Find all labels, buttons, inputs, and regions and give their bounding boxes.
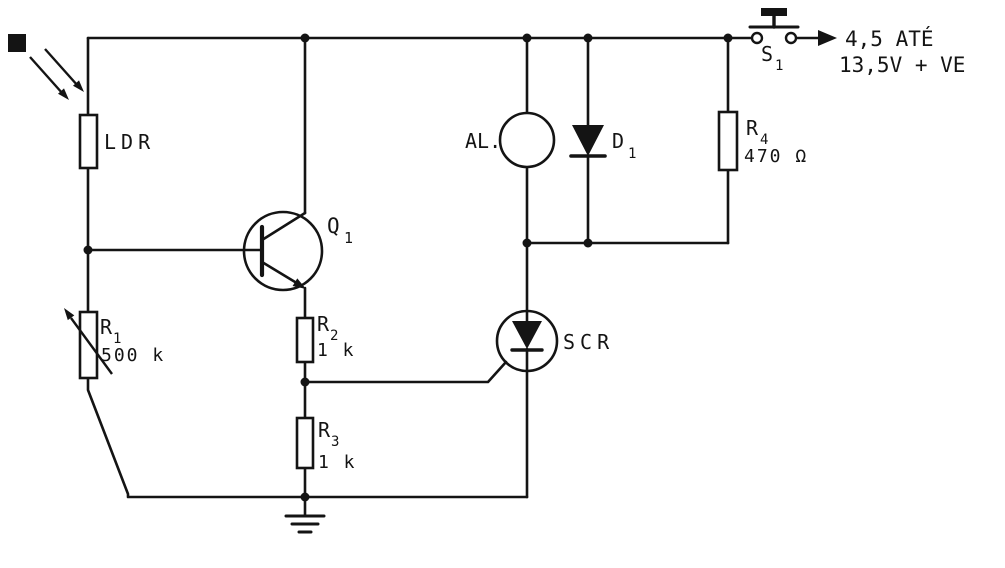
s1-terminal-left — [750, 31, 764, 45]
q1-envelope — [242, 210, 324, 292]
q1-emitter — [260, 260, 302, 287]
wire-gate — [303, 360, 508, 384]
r1-body — [78, 310, 99, 380]
r2-ref-sub: 2 — [330, 328, 338, 344]
supply-arrow-head — [818, 30, 837, 46]
q1-transistor — [242, 210, 324, 292]
s1-button-cap — [761, 8, 787, 16]
s1-ref: S — [761, 42, 773, 66]
alarm-circle — [498, 111, 556, 169]
junction-dot — [522, 238, 532, 248]
light-arrow-line — [29, 56, 64, 95]
junction-dots — [83, 33, 733, 502]
r3-resistor — [295, 416, 315, 470]
r3-body — [295, 416, 315, 470]
junction-dot — [583, 33, 593, 43]
scan-blot-mark — [8, 34, 26, 52]
ldr-body — [78, 113, 99, 170]
alarm-label: AL. — [465, 129, 501, 153]
r1-wiper-arrow — [64, 308, 75, 321]
junction-dot — [83, 245, 93, 255]
r2-resistor — [295, 316, 315, 364]
alarm-symbol — [498, 111, 556, 169]
ground-symbol — [284, 495, 326, 534]
supply-range-line1: 4,5 ATÉ — [845, 26, 934, 51]
s1-ref-sub: 1 — [775, 58, 783, 74]
wire-bottom-rail — [86, 376, 529, 499]
scr-envelope — [495, 309, 559, 373]
r3-value: 1 k — [318, 452, 357, 473]
scr-label: SCR — [563, 330, 614, 354]
r2-value: 1 k — [317, 340, 356, 361]
light-arrow-head — [58, 88, 69, 100]
ldr-label: LDR — [104, 130, 155, 154]
light-arrows — [29, 48, 84, 100]
r4-ref: R — [746, 116, 759, 140]
r1-value: 500 k — [101, 345, 165, 366]
ldr-symbol — [78, 113, 99, 170]
junction-dot — [300, 377, 310, 387]
q1-ref: Q — [327, 214, 340, 238]
junction-dot — [583, 238, 593, 248]
r3-ref: R — [318, 418, 331, 442]
q1-collector — [260, 211, 307, 242]
d1-ref-sub: 1 — [628, 146, 636, 162]
q1-ref-sub: 1 — [344, 229, 353, 247]
d1-triangle — [572, 125, 604, 156]
junction-dot — [522, 33, 532, 43]
r1-potentiometer — [64, 308, 113, 380]
light-arrow-head — [73, 80, 84, 92]
junction-dot — [300, 492, 310, 502]
d1-diode — [569, 125, 607, 158]
r4-value: 470 Ω — [744, 146, 808, 167]
supply-range-line2: 13,5V + VE — [839, 53, 965, 77]
r2-ref: R — [317, 312, 330, 336]
s1-pushbutton — [748, 8, 800, 45]
r4-resistor — [717, 110, 739, 172]
wires — [86, 36, 822, 499]
r3-ref-sub: 3 — [331, 434, 339, 450]
r1-ref-sub: 1 — [113, 331, 121, 347]
r1-ref: R — [100, 315, 113, 339]
junction-dot — [723, 33, 733, 43]
r2-body — [295, 316, 315, 364]
d1-ref: D — [612, 129, 624, 153]
r1-wiper-line — [70, 317, 113, 375]
s1-terminal-right — [784, 31, 798, 45]
r4-ref-sub: 4 — [760, 132, 768, 148]
scr-symbol — [495, 309, 559, 373]
r4-body — [717, 110, 739, 172]
scr-triangle — [512, 321, 542, 349]
junction-dot — [300, 33, 310, 43]
light-arrow-line — [44, 48, 79, 87]
q1-emitter-arrow — [292, 278, 306, 289]
